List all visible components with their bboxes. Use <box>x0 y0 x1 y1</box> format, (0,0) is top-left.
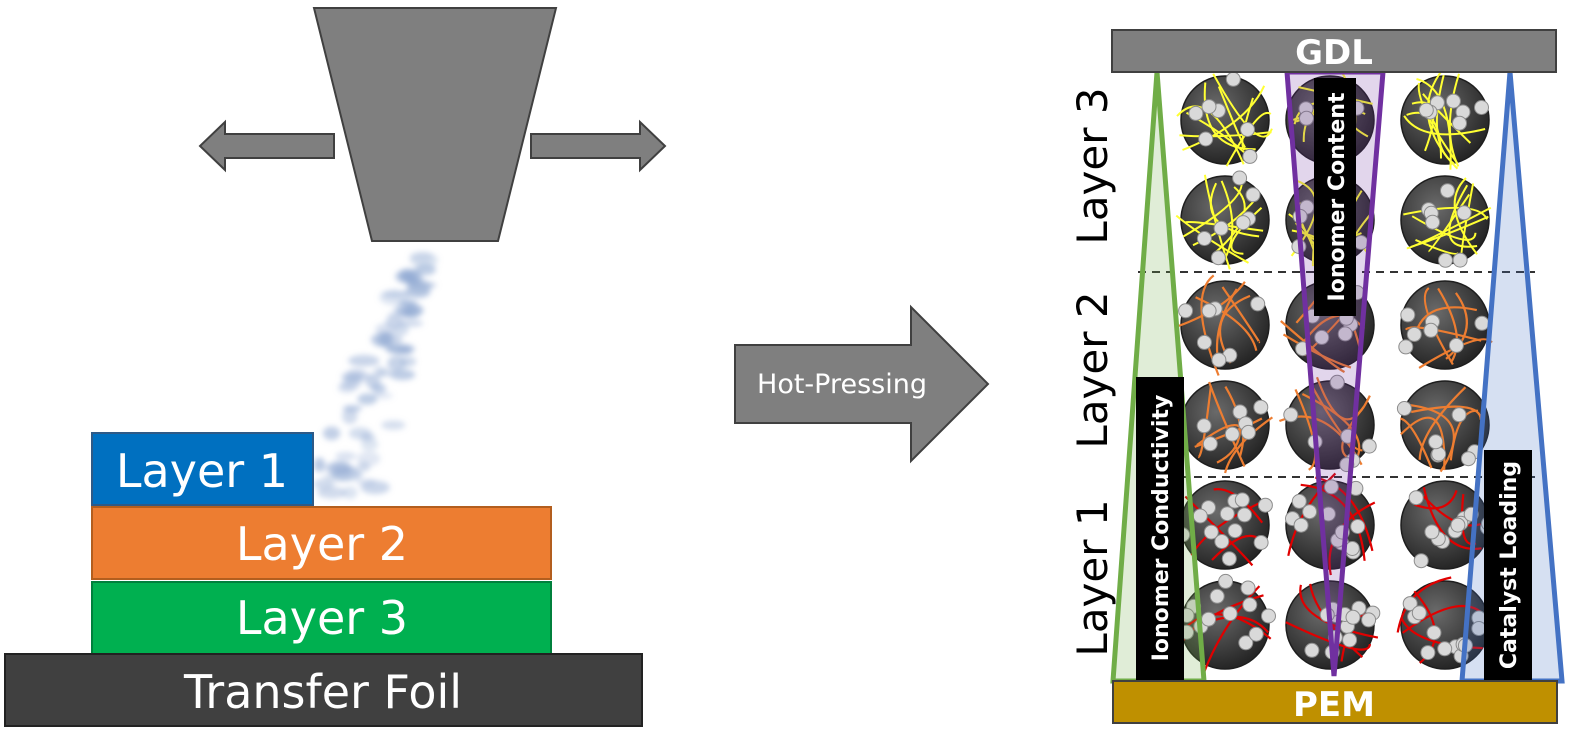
pem-plate <box>1112 680 1558 724</box>
pem-label: PEM <box>1293 685 1375 725</box>
transfer-foil-label: Transfer Foil <box>183 665 462 719</box>
layer-3-side-label: Layer 3 <box>1068 87 1117 244</box>
ionomer-content-box <box>1314 78 1356 316</box>
arrow-left-icon <box>198 119 335 173</box>
spray-droplet <box>360 438 379 451</box>
process-arrow-shape <box>734 304 990 464</box>
spray-droplet <box>348 427 372 440</box>
hot-pressing-label: Hot-Pressing <box>757 369 927 400</box>
spray-cloud <box>313 251 439 500</box>
spray-droplet <box>370 332 403 347</box>
spray-droplet <box>313 457 326 472</box>
spray-droplet <box>394 302 424 318</box>
spray-droplet <box>372 365 385 378</box>
spray-droplet <box>389 369 416 381</box>
spray-droplet <box>395 323 409 336</box>
spray-droplet <box>371 392 393 400</box>
gdl-label: GDL <box>1295 33 1373 73</box>
spray-droplet <box>342 374 363 383</box>
catalyst-particle <box>1175 170 1270 270</box>
catalyst-particle <box>1180 380 1274 474</box>
spray-droplet <box>342 405 362 412</box>
spray-droplet <box>355 478 377 486</box>
spray-droplet <box>348 354 380 367</box>
spray-droplet <box>335 451 357 461</box>
transfer-foil <box>4 653 643 727</box>
spray-droplet <box>317 486 347 499</box>
spray-droplet <box>322 471 353 483</box>
catalyst-loading-label: Catalyst Loading <box>1497 461 1522 669</box>
layer-2-block <box>91 506 552 580</box>
layer-1-side-label: Layer 1 <box>1068 499 1117 656</box>
gdl-plate <box>1111 29 1557 73</box>
spray-droplet <box>339 380 362 389</box>
spray-droplet <box>375 323 398 335</box>
ionomer-content-label: Ionomer Content <box>1325 92 1350 301</box>
ionomer-conductivity-box <box>1136 377 1184 680</box>
spray-process: Layer 1 Layer 2 Layer 3 Transfer Foil <box>4 7 667 727</box>
catalyst-particle <box>1398 280 1493 370</box>
spray-droplet <box>397 345 414 355</box>
hot-pressing-arrow: Hot-Pressing <box>734 304 990 464</box>
arrow-right-icon <box>530 119 667 173</box>
spray-droplet <box>407 279 432 296</box>
catalyst-particle <box>1396 380 1490 473</box>
spray-droplet <box>322 426 341 441</box>
layer-1-label: Layer 1 <box>116 444 288 498</box>
catalyst-particle <box>1400 69 1490 170</box>
layer-3-block <box>91 581 552 655</box>
spray-droplet <box>401 269 423 283</box>
spray-droplet <box>381 420 406 430</box>
layer-2-label: Layer 2 <box>236 517 408 571</box>
spray-nozzle <box>312 7 558 242</box>
catalyst-particle <box>1400 175 1492 268</box>
spray-droplet <box>343 465 358 474</box>
spray-droplet <box>323 464 341 473</box>
spray-droplet <box>371 383 387 394</box>
layer-1-block <box>91 432 314 506</box>
spray-droplet <box>382 291 407 298</box>
spray-droplet <box>342 408 358 425</box>
spray-droplet <box>342 486 358 500</box>
spray-droplet <box>409 252 439 268</box>
spray-droplet <box>356 451 381 467</box>
layer-3-label: Layer 3 <box>236 591 408 645</box>
ionomer-conductivity-label: Ionomer Conductivity <box>1149 395 1174 662</box>
spray-droplet <box>387 355 407 371</box>
catalyst-particle <box>1176 71 1273 167</box>
layer-2-side-label: Layer 2 <box>1068 291 1117 448</box>
catalyst-loading-box <box>1484 450 1532 680</box>
catalyst-particle <box>1177 274 1270 376</box>
electrode-structure: Ionomer Content Ionomer Conductivity Cat… <box>1068 29 1565 725</box>
